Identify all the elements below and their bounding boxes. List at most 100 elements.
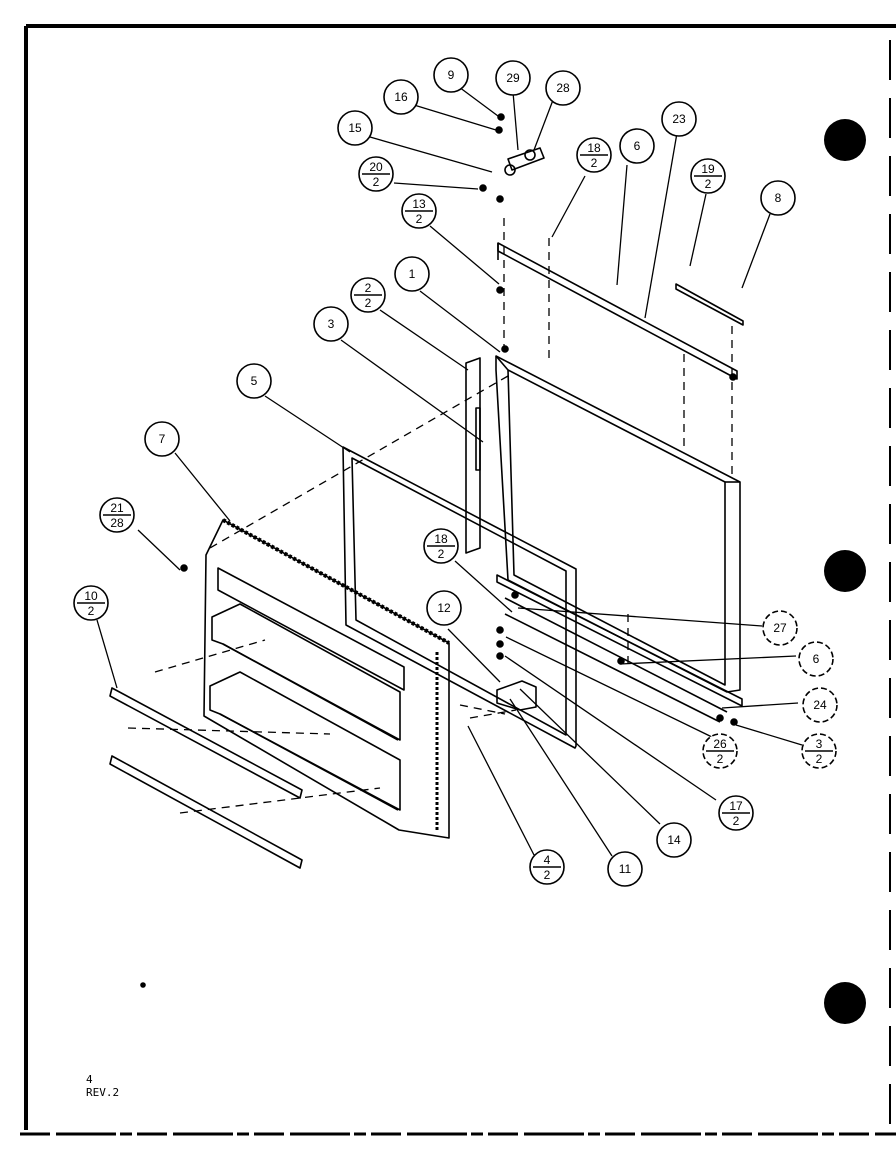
callout-c28: 28	[545, 70, 581, 106]
callout-c19-2: 192	[690, 158, 726, 194]
bottom-bracket	[496, 574, 743, 707]
callout-denominator: 2	[416, 212, 423, 226]
callout-number: 9	[448, 68, 455, 82]
callout-number: 23	[672, 112, 686, 126]
callout-denominator: 2	[373, 175, 380, 189]
callout-circle	[337, 110, 373, 146]
callout-numerator: 17	[729, 799, 743, 813]
outer-door-frame	[495, 355, 741, 693]
side-rail	[465, 357, 481, 554]
callout-denominator: 2	[717, 752, 724, 766]
callout-circle	[394, 256, 430, 292]
callout-c10-2: 102	[73, 585, 109, 621]
callout-circle	[383, 79, 419, 115]
callout-c2-2: 22	[350, 277, 386, 313]
callout-c17-2: 172	[718, 795, 754, 831]
callout-numerator: 20	[369, 160, 383, 174]
callout-number: 16	[394, 90, 408, 104]
callout-numerator: 4	[544, 853, 551, 867]
inner-door-shell	[203, 518, 450, 839]
callout-circle	[762, 610, 798, 646]
callout-c3-2: 32	[801, 733, 837, 769]
callout-number: 5	[251, 374, 258, 388]
callout-number: 7	[159, 432, 166, 446]
callout-circle	[545, 70, 581, 106]
callout-denominator: 2	[591, 156, 598, 170]
callout-c1: 1	[394, 256, 430, 292]
callout-number: 29	[506, 71, 520, 85]
callout-denominator: 2	[705, 177, 712, 191]
callout-circle	[433, 57, 469, 93]
callout-numerator: 3	[816, 737, 823, 751]
callout-c23: 23	[661, 101, 697, 137]
callout-c7: 7	[144, 421, 180, 457]
callout-numerator: 19	[701, 162, 715, 176]
callout-circle	[144, 421, 180, 457]
callout-denominator: 2	[365, 296, 372, 310]
callout-circle	[760, 180, 796, 216]
callout-number: 11	[619, 862, 632, 876]
callout-denominator: 2	[544, 868, 551, 882]
leader-lines	[96, 86, 803, 857]
callout-circle	[619, 128, 655, 164]
callout-c18-2b: 182	[423, 528, 459, 564]
callout-denominator: 2	[816, 752, 823, 766]
callout-number: 12	[437, 601, 451, 615]
callout-c8: 8	[760, 180, 796, 216]
callout-c11: 11	[607, 851, 643, 887]
callout-c27: 27	[762, 610, 798, 646]
fasteners	[140, 373, 738, 988]
parts-drawing	[96, 86, 803, 988]
callout-c26-2: 262	[702, 733, 738, 769]
callout-c29: 29	[495, 60, 531, 96]
callout-c4-2: 42	[529, 849, 565, 885]
shelf-bar-lower	[109, 755, 303, 869]
callout-c12: 12	[426, 590, 462, 626]
callout-c13-2: 132	[401, 193, 437, 229]
shelf-bar-upper	[109, 687, 303, 799]
callout-number: 14	[667, 833, 681, 847]
callout-numerator: 21	[110, 501, 124, 515]
callout-numerator: 18	[434, 532, 448, 546]
callout-circle	[426, 590, 462, 626]
callout-number: 28	[556, 81, 570, 95]
callout-c6b: 6	[798, 641, 834, 677]
lower-hinge	[496, 680, 537, 711]
callout-numerator: 26	[713, 737, 727, 751]
callout-c5: 5	[236, 363, 272, 399]
callout-circle	[313, 306, 349, 342]
callout-number: 27	[773, 621, 787, 635]
callout-c18-2a: 182	[576, 137, 612, 173]
callout-circle	[798, 641, 834, 677]
callout-number: 1	[409, 267, 416, 281]
callout-denominator: 2	[733, 814, 740, 828]
callout-number: 3	[328, 317, 335, 331]
callout-number: 6	[813, 652, 820, 666]
callout-number: 24	[813, 698, 827, 712]
callout-number: 8	[775, 191, 782, 205]
callout-numerator: 18	[587, 141, 601, 155]
callout-numerator: 10	[84, 589, 98, 603]
callout-c6a: 6	[619, 128, 655, 164]
callout-c3: 3	[313, 306, 349, 342]
assembly-lines	[127, 218, 733, 814]
callout-c9: 9	[433, 57, 469, 93]
callout-c24: 24	[802, 687, 838, 723]
callout-c15: 15	[337, 110, 373, 146]
binder-hole-top	[824, 119, 866, 161]
callout-circle	[607, 851, 643, 887]
callout-denominator: 2	[88, 604, 95, 618]
callout-circle	[656, 822, 692, 858]
sheet-number: 4	[86, 1073, 93, 1086]
bottom-rail	[504, 597, 728, 723]
callout-circle	[236, 363, 272, 399]
callout-numerator: 13	[412, 197, 426, 211]
callout-numerator: 2	[365, 281, 372, 295]
callout-c20-2: 202	[358, 156, 394, 192]
callout-circle	[802, 687, 838, 723]
callout-denominator: 28	[110, 516, 124, 530]
callout-number: 6	[634, 139, 641, 153]
callout-c14: 14	[656, 822, 692, 858]
